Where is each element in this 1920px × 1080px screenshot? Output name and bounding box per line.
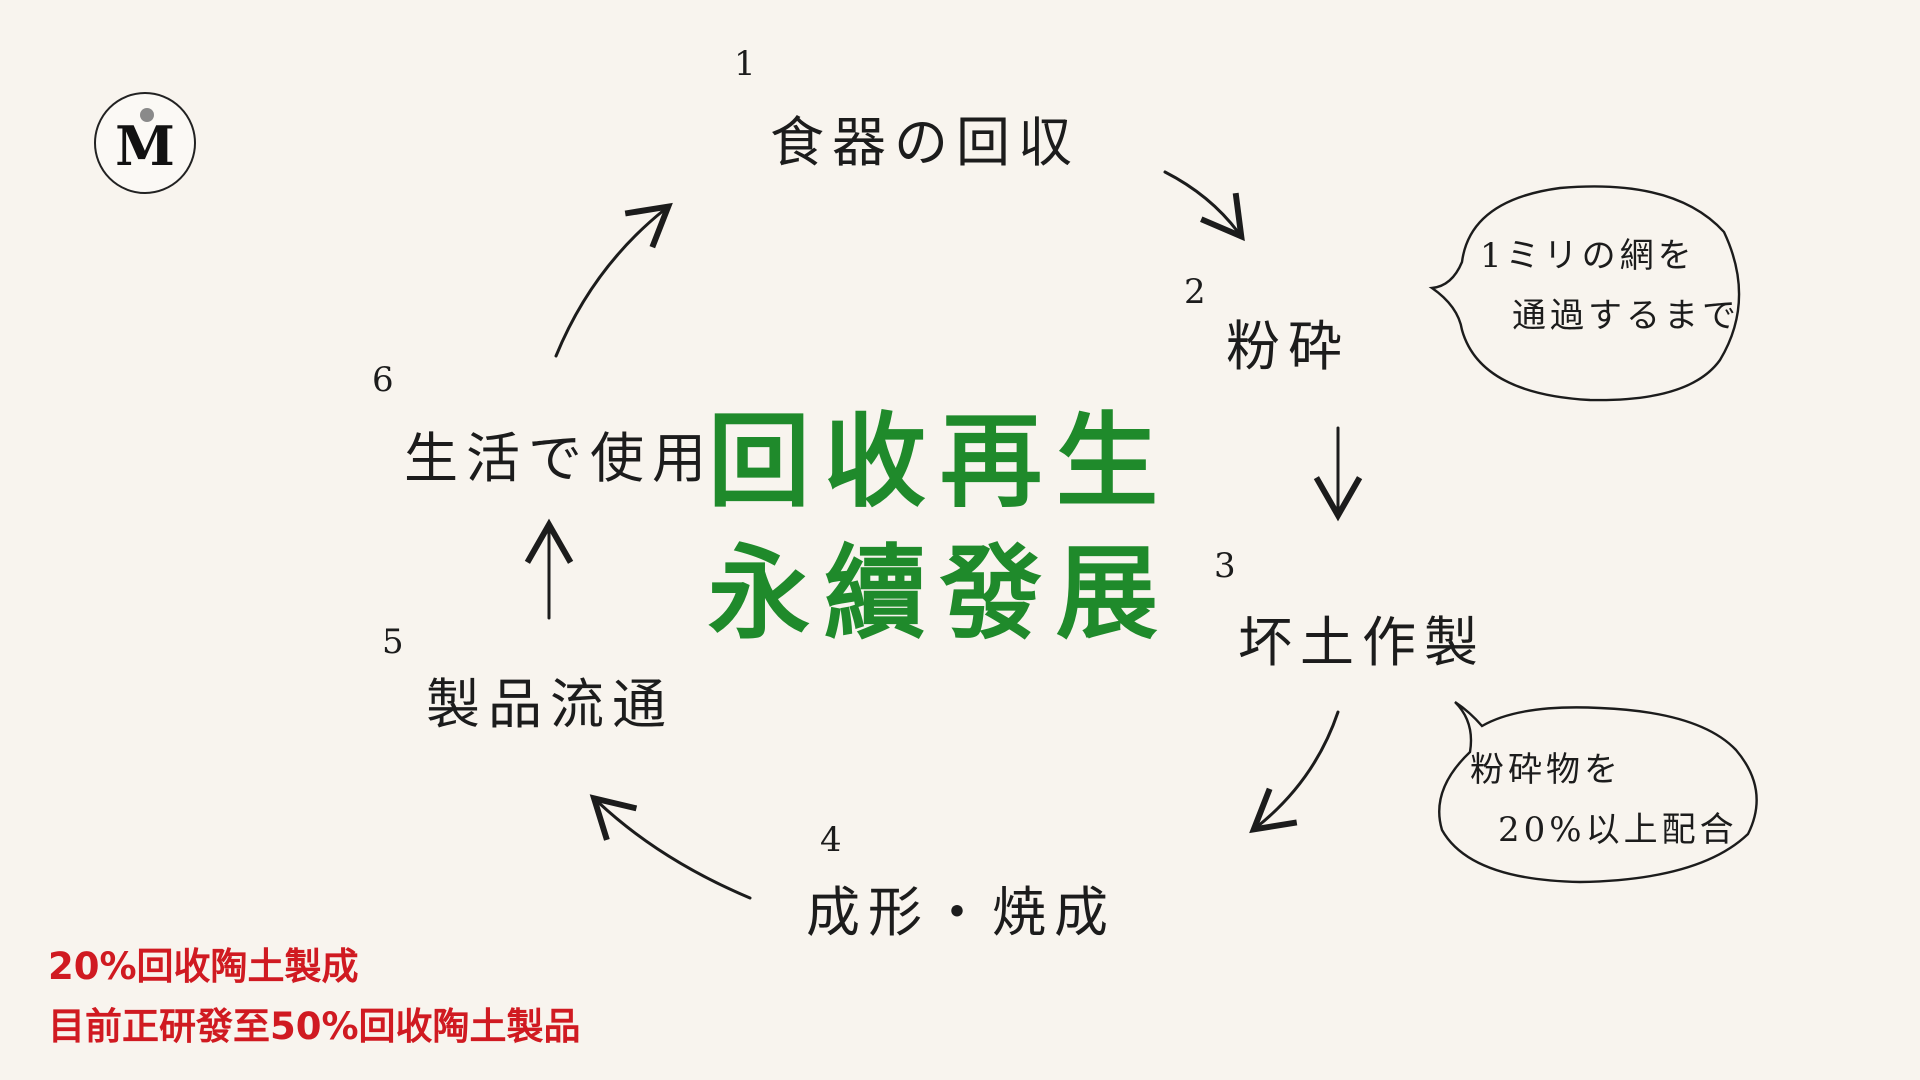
step-3-number: 3 xyxy=(1214,546,1236,586)
logo-dot-icon xyxy=(140,108,154,122)
arrow-6-to-1 xyxy=(554,202,673,358)
step-6-label: 生活で使用 xyxy=(404,427,714,490)
clay-note-line-1: 粉砕物を xyxy=(1470,750,1622,790)
arrow-1-to-2 xyxy=(1163,170,1245,242)
crush-note-line-1: 1ミリの網を xyxy=(1480,236,1696,276)
step-6-number: 6 xyxy=(372,360,394,400)
step-1-number: 1 xyxy=(734,44,756,84)
step-4-number: 4 xyxy=(820,820,842,860)
brand-logo: M xyxy=(94,92,196,194)
footer-line-1: 20%回收陶土製成 xyxy=(48,945,359,988)
step-2-number: 2 xyxy=(1184,272,1206,312)
step-5-number: 5 xyxy=(382,622,404,662)
step-3-label: 坏土作製 xyxy=(1238,611,1486,674)
clay-note-bubble xyxy=(1438,701,1758,884)
arrow-3-to-4 xyxy=(1249,710,1340,834)
step-2-label: 粉砕 xyxy=(1226,315,1350,378)
crush-note-bubble xyxy=(1428,185,1741,402)
footer-line-2: 目前正研發至50%回收陶土製品 xyxy=(48,1005,581,1048)
step-5-label: 製品流通 xyxy=(426,673,674,736)
clay-note-line-2: 20%以上配合 xyxy=(1498,810,1738,850)
step-4-label: 成形・焼成 xyxy=(806,881,1116,944)
logo-letter: M xyxy=(115,114,175,178)
step-1-label: 食器の回収 xyxy=(770,111,1080,174)
center-title-line-2: 永續發展 xyxy=(708,535,1172,654)
arrow-4-to-5 xyxy=(589,794,752,900)
crush-note-line-2: 通過するまで xyxy=(1512,296,1740,336)
center-title-line-1: 回收再生 xyxy=(708,403,1172,522)
